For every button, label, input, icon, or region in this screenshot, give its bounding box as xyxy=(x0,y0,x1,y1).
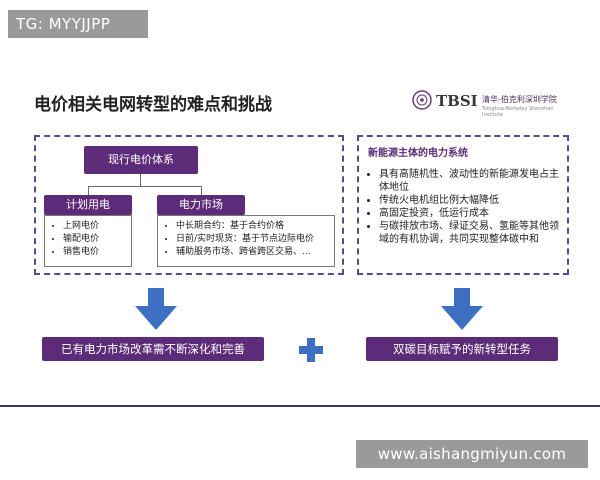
down-arrow-left-icon xyxy=(135,288,177,330)
connector-right xyxy=(201,186,202,195)
logo-en: Tsinghua-Berkeley Shenzhen Institute xyxy=(482,106,554,118)
list-item: 与碳排放市场、绿证交易、氢能等其他领域的有机协调，共同实现整体碳中和 xyxy=(379,220,562,246)
planned-power-list: 上网电价 输配电价 销售电价 xyxy=(44,215,132,267)
list-item: 日前/实时现货：基于节点边际电价 xyxy=(176,233,330,246)
footer-rule xyxy=(0,405,600,407)
market-reform-box: 已有电力市场改革需不断深化和完善 xyxy=(42,337,264,361)
list-item: 销售电价 xyxy=(63,246,127,259)
power-market-list: 中长期合约：基于合约价格 日前/实时现货：基于节点边际电价 辅助服务市场、跨省跨… xyxy=(157,215,335,267)
dual-carbon-task-box: 双碳目标赋予的新转型任务 xyxy=(366,337,558,361)
plus-icon xyxy=(299,338,323,362)
new-energy-list: 具有高随机性、波动性的新能源发电占主体地位 传统火电机组比例大幅降低 高固定投资… xyxy=(366,168,562,246)
list-item: 上网电价 xyxy=(63,220,127,233)
logo-cn: 清华-伯克利深圳学院 xyxy=(482,95,557,104)
list-item: 具有高随机性、波动性的新能源发电占主体地位 xyxy=(379,168,562,194)
slide-title: 电价相关电网转型的难点和挑战 xyxy=(34,95,272,115)
planned-power-box: 计划用电 xyxy=(44,195,132,215)
connector-horizontal xyxy=(88,186,202,187)
connector-left xyxy=(88,186,89,195)
list-item: 中长期合约：基于合约价格 xyxy=(176,220,330,233)
tbsi-logo: TBSI 清华-伯克利深圳学院 Tsinghua-Berkeley Shenzh… xyxy=(412,90,572,118)
list-item: 输配电价 xyxy=(63,233,127,246)
connector-vertical xyxy=(140,174,141,186)
new-energy-title: 新能源主体的电力系统 xyxy=(368,148,468,159)
new-energy-panel xyxy=(357,135,569,275)
watermark-bottom: www.aishangmiyun.com xyxy=(356,440,588,468)
current-pricing-panel xyxy=(34,135,344,275)
down-arrow-right-icon xyxy=(441,288,483,330)
list-item: 传统火电机组比例大幅降低 xyxy=(379,194,562,207)
list-item: 辅助服务市场、跨省跨区交易、... xyxy=(176,246,330,259)
tsinghua-seal-icon xyxy=(412,90,432,110)
current-pricing-system-box: 现行电价体系 xyxy=(84,146,198,174)
watermark-top: TG: MYYJJPP xyxy=(8,10,148,38)
logo-mark: TBSI xyxy=(436,92,478,110)
power-market-box: 电力市场 xyxy=(157,195,245,215)
list-item: 高固定投资，低运行成本 xyxy=(379,207,562,220)
